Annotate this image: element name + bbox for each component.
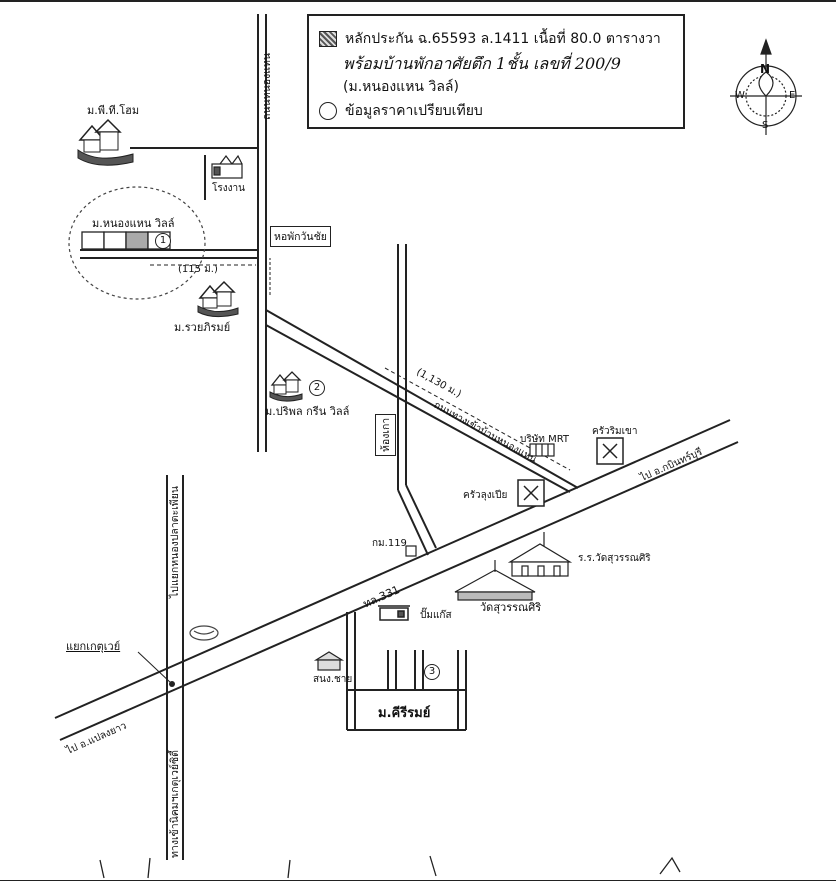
label-road-nongnhaen: ถนนหนองแหน bbox=[261, 52, 273, 120]
label-kiri-rom: ม.คีรีรมย์ bbox=[378, 706, 431, 721]
label-temple: วัดสุวรรณศิริ bbox=[480, 601, 542, 614]
label-lungpia: ครัวลุงเปีย bbox=[463, 490, 508, 501]
highway-331-top bbox=[54, 419, 731, 719]
label-pt-home: ม.พี.ที.โฮม bbox=[87, 104, 140, 117]
temple-icon bbox=[454, 560, 536, 601]
label-ruai-phirom: ม.รวยภิรมย์ bbox=[174, 321, 231, 334]
label-to-ketway-entrance: ทางเข้านิคมฯเกตุเวย์ซิตี้ bbox=[169, 750, 181, 858]
mrt-building-icon bbox=[529, 443, 555, 457]
label-rimkhao: ครัวริมเขา bbox=[592, 426, 638, 437]
road-inner-bend-right bbox=[405, 484, 437, 549]
compass-north: N bbox=[760, 62, 771, 76]
label-ket-junction: แยกเกตุเวย์ bbox=[66, 640, 121, 653]
house-icon-pripon bbox=[269, 371, 303, 402]
label-km-119: กม.119 bbox=[372, 538, 407, 549]
label-to-phanat: ไปแยกหนองปลาตะเพียน bbox=[169, 485, 181, 598]
restaurant-icon-rimkhao bbox=[596, 437, 624, 465]
house-icon-pt-home bbox=[77, 118, 134, 166]
school-icon bbox=[507, 532, 573, 577]
km-post-icon bbox=[405, 545, 417, 557]
label-dorm-wanchai: หอพักวันชัย bbox=[270, 226, 331, 247]
compass-rose-icon bbox=[730, 38, 802, 135]
gas-station-icon bbox=[378, 605, 410, 621]
compass-south: S bbox=[762, 120, 769, 131]
highway-331-bottom bbox=[59, 441, 739, 741]
label-distance-115: (115 ม.) bbox=[178, 264, 218, 275]
label-gas-station: ปั๊มแก๊ส bbox=[420, 610, 452, 621]
house-icon-ruai-phirom bbox=[197, 280, 239, 318]
label-snooker: สนง.ชาย bbox=[313, 674, 353, 685]
plot-1 bbox=[81, 231, 105, 250]
label-factory: โรงงาน bbox=[212, 183, 245, 194]
legend-collateral-text: หลักประกัน ฉ.65593 ล.1411 เนื้อที่ 80.0 … bbox=[345, 31, 661, 47]
circle-marker-icon bbox=[319, 102, 337, 120]
label-nong-kao: ห้องเกา bbox=[375, 413, 396, 456]
legend-row-collateral: หลักประกัน ฉ.65593 ล.1411 เนื้อที่ 80.0 … bbox=[319, 28, 661, 50]
legend-row-comparison: ข้อมูลราคาเปรียบเทียบ bbox=[319, 100, 483, 122]
plot-2 bbox=[103, 231, 127, 250]
label-pripon-green-ville: ม.ปริพล กรีน วิลล์ bbox=[265, 405, 350, 418]
marker-3: 3 bbox=[424, 664, 440, 680]
junction-pointer bbox=[137, 651, 173, 685]
road-inner-bend-left bbox=[397, 489, 429, 556]
plot-subject bbox=[125, 231, 149, 250]
label-mrt: บริษัท MRT bbox=[520, 434, 570, 445]
compass-east: E bbox=[789, 90, 796, 101]
road-diagonal-top bbox=[265, 309, 579, 489]
subject-highlight-circle bbox=[68, 186, 206, 300]
restaurant-icon-lungpia bbox=[517, 479, 545, 507]
label-nongnhaen-ville: ม.หนองแหน วิลล์ bbox=[92, 217, 175, 230]
subject-plots bbox=[81, 231, 171, 250]
hand-sketch-marks bbox=[99, 855, 681, 879]
map-legend: หลักประกัน ฉ.65593 ล.1411 เนื้อที่ 80.0 … bbox=[307, 14, 685, 129]
legend-handwritten-line: พร้อมบ้านพักอาศัยตึก 1ชั้น เลขที่ 200/9 bbox=[343, 54, 621, 73]
road-diagonal-bottom bbox=[265, 324, 571, 493]
factory-icon bbox=[211, 154, 243, 179]
compass-west: W bbox=[735, 90, 745, 101]
hatched-swatch-icon bbox=[319, 31, 337, 47]
roundabout-icon bbox=[189, 625, 219, 641]
building-icon-snooker bbox=[313, 651, 345, 671]
marker-2: 2 bbox=[309, 380, 325, 396]
label-school: ร.ร.วัดสุวรรณศิริ bbox=[578, 553, 651, 564]
roads bbox=[54, 14, 739, 860]
marker-1: 1 bbox=[155, 233, 171, 249]
legend-comparison-text: ข้อมูลราคาเปรียบเทียบ bbox=[345, 103, 483, 119]
legend-village-note: (ม.หนองแหน วิลล์) bbox=[343, 79, 459, 95]
